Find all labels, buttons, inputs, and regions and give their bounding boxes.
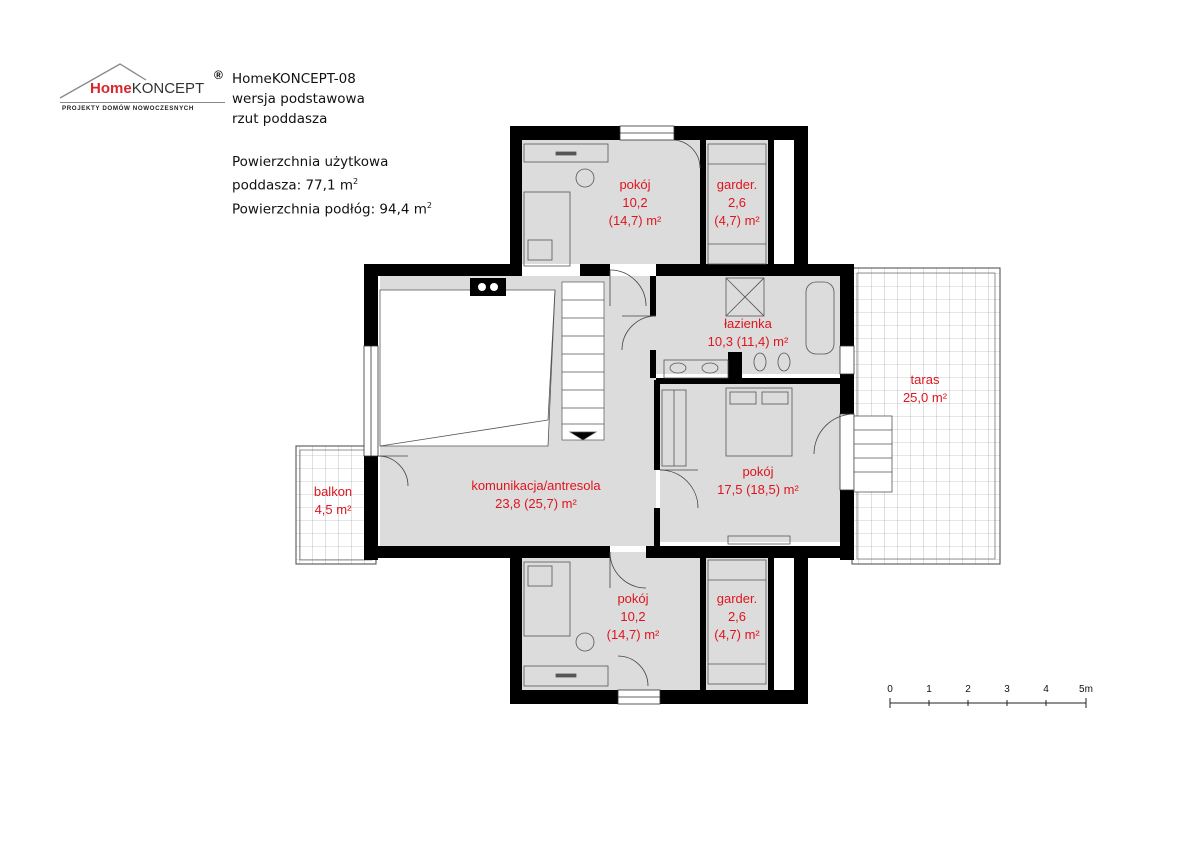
area-summary: Powierzchnia użytkowa poddasza: 77,1 m2 … [232, 152, 432, 219]
room-total-garder-bottom: (4,7) m² [714, 627, 760, 642]
logo-tagline: PROJEKTY DOMÓW NOWOCZESNYCH [62, 105, 194, 112]
scale-tick-2: 2 [965, 684, 971, 695]
room-total-pokoj-top: (14,7) m² [609, 213, 662, 228]
staircase [561, 281, 605, 441]
logo-roof-icon [59, 63, 147, 99]
room-area-pokoj-top: 10,2 [622, 195, 647, 210]
brand-logo: HomeKONCEPT ® PROJEKTY DOMÓW NOWOCZESNYC… [58, 58, 228, 118]
scale-tick-1: 1 [926, 684, 932, 695]
room-name-pokoj-bottom: pokój [617, 591, 648, 606]
scale-bar: 0 1 2 3 4 5m [887, 684, 1093, 708]
room-labels: pokój 10,2 (14,7) m² garder. 2,6 (4,7) m… [314, 177, 948, 642]
room-name-garder-top: garder. [717, 177, 757, 192]
registered-mark: ® [214, 68, 223, 82]
project-name: HomeKONCEPT-08 [232, 71, 356, 87]
plan-view-title: rzut poddasza [232, 111, 328, 127]
project-header: HomeKONCEPT-08 wersja podstawowa rzut po… [232, 69, 365, 129]
balcony [295, 445, 377, 565]
chimney-icon [478, 283, 498, 291]
room-name-taras: taras [911, 372, 940, 387]
scale-tick-3: 3 [1004, 684, 1010, 695]
room-name-garder-bottom: garder. [717, 591, 757, 606]
logo-brand-koncept: KONCEPT [131, 80, 205, 97]
furniture [523, 143, 893, 687]
windows [363, 125, 855, 705]
doors [377, 139, 855, 687]
logo-brand-home: Home [90, 80, 132, 97]
room-name-komunikacja: komunikacja/antresola [471, 478, 601, 493]
scale-tick-0: 0 [887, 684, 893, 695]
room-area-pokoj-bottom: 10,2 [620, 609, 645, 624]
project-variant: wersja podstawowa [232, 91, 365, 107]
attic-area-value: poddasza: 77,1 m2 [232, 177, 359, 194]
room-area-garder-bottom: 2,6 [728, 609, 746, 624]
scale-tick-5: 5m [1079, 684, 1093, 695]
usable-area-label: Powierzchnia użytkowa [232, 154, 389, 170]
room-total-garder-top: (4,7) m² [714, 213, 760, 228]
room-name-pokoj-right: pokój [742, 464, 773, 479]
room-area-pokoj-right: 17,5 (18,5) m² [717, 482, 799, 497]
room-name-lazienka: łazienka [724, 316, 772, 331]
floor-area-value: Powierzchnia podłóg: 94,4 m2 [232, 200, 432, 218]
room-area-balkon: 4,5 m² [315, 502, 353, 517]
mezzanine-void [379, 289, 556, 447]
room-area-garder-top: 2,6 [728, 195, 746, 210]
room-name-pokoj-top: pokój [619, 177, 650, 192]
room-area-taras: 25,0 m² [903, 390, 948, 405]
room-name-balkon: balkon [314, 484, 352, 499]
room-total-pokoj-bottom: (14,7) m² [607, 627, 660, 642]
walls [364, 126, 854, 704]
room-area-lazienka: 10,3 (11,4) m² [708, 334, 789, 349]
scale-tick-4: 4 [1043, 684, 1049, 695]
room-area-komunikacja: 23,8 (25,7) m² [495, 496, 577, 511]
